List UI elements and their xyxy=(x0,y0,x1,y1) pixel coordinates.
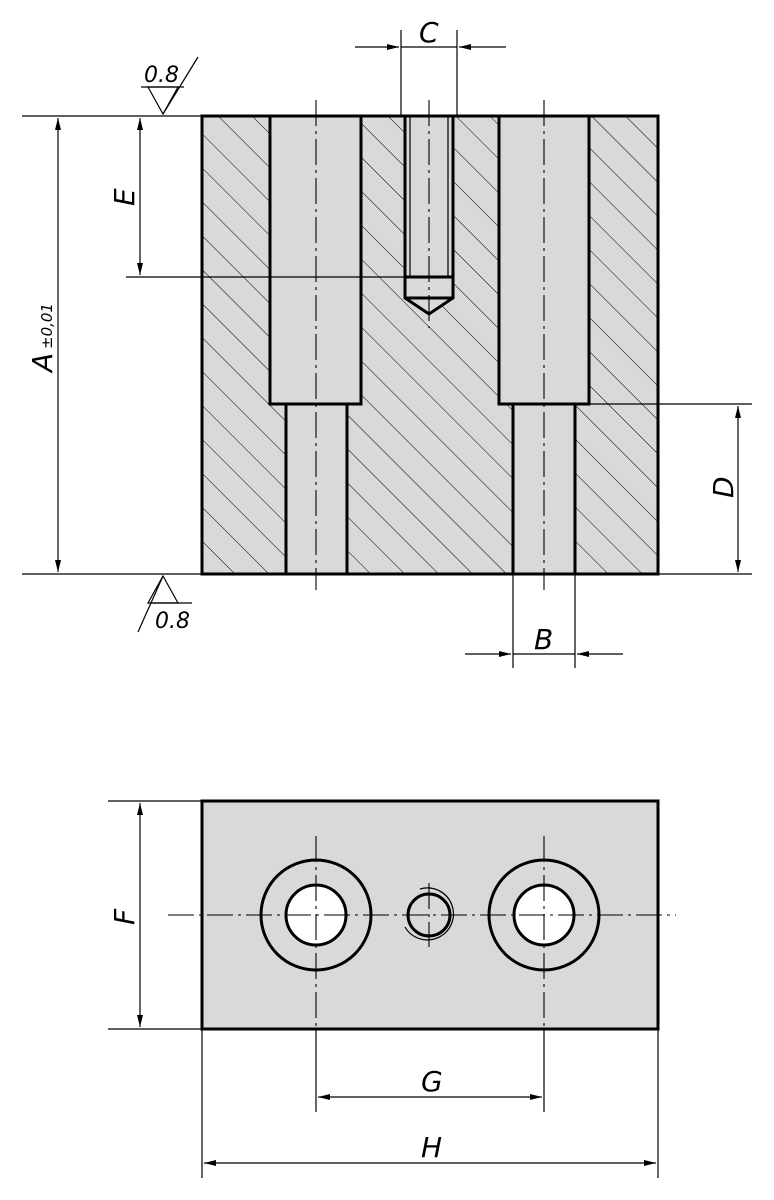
section-view: A ±0,01 E C D xyxy=(22,16,752,668)
dimension-g: G xyxy=(315,1030,545,1112)
label-e: E xyxy=(108,188,141,206)
label-c: C xyxy=(419,16,439,49)
dimension-h: H xyxy=(201,1029,659,1178)
label-b: B xyxy=(534,623,553,656)
dimension-c: C xyxy=(355,16,506,116)
surface-finish-bottom: 0.8 xyxy=(137,574,192,634)
dimension-f: F xyxy=(108,800,202,1030)
dimension-d: D xyxy=(589,403,752,575)
label-a: A xyxy=(26,353,59,374)
top-view: F G H xyxy=(108,799,676,1178)
label-g: G xyxy=(421,1065,443,1098)
label-d: D xyxy=(707,476,740,498)
label-a-tolerance: ±0,01 xyxy=(38,303,56,349)
dimension-b: B xyxy=(465,574,623,668)
surface-finish-top: 0.8 xyxy=(141,56,199,116)
surface-finish-top-value: 0.8 xyxy=(144,63,179,88)
section-outline xyxy=(200,114,660,576)
label-h: H xyxy=(421,1131,442,1164)
dimension-e: E xyxy=(108,118,405,278)
dimension-a: A ±0,01 xyxy=(22,115,202,575)
label-f: F xyxy=(108,908,141,925)
threaded-hole xyxy=(405,116,453,314)
surface-finish-bottom-value: 0.8 xyxy=(155,609,190,634)
